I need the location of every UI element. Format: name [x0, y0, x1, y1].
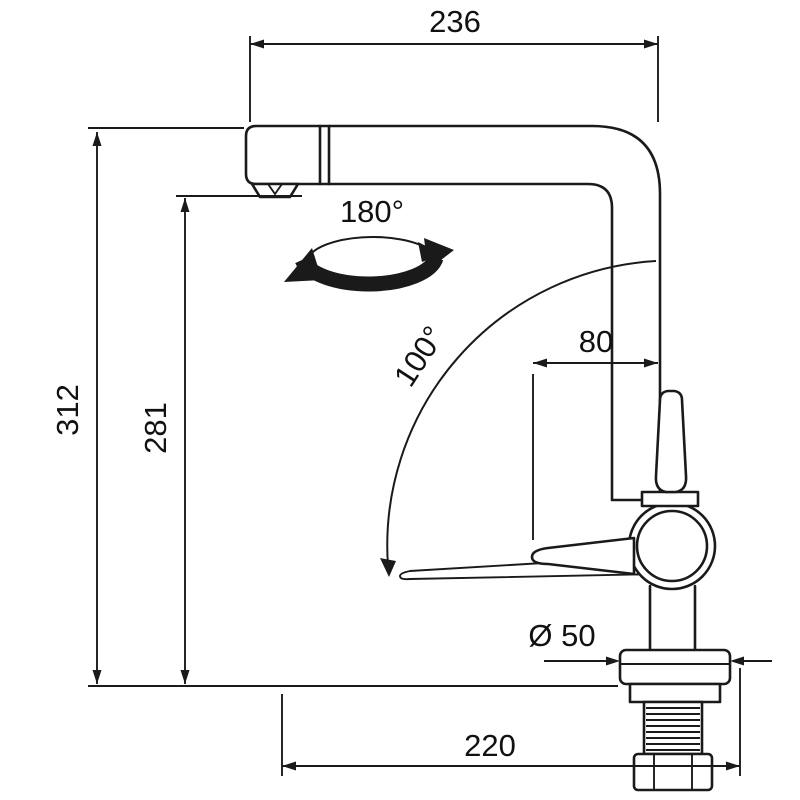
dimension-base-diameter: Ø 50 [528, 618, 772, 666]
dimension-spout-height: 281 [138, 195, 302, 684]
swivel-arc-arrowhead [380, 558, 396, 577]
fastening-nut [632, 752, 714, 792]
mounting-block [628, 682, 722, 704]
mixer-body-inner [635, 509, 709, 583]
rotation-arrow-icon: 180° [284, 194, 454, 292]
arrowhead [180, 670, 190, 684]
swivel-arc-line [386, 260, 657, 567]
arrowhead [730, 656, 744, 666]
base-flange [618, 648, 732, 686]
dim-total-height-label: 312 [50, 384, 85, 436]
rotation-arrowhead-left [284, 248, 322, 282]
rotation-arrowhead-right [424, 238, 454, 270]
dimension-base-depth: 220 [281, 668, 741, 776]
handle-rotation-label: 180° [340, 194, 404, 229]
dimension-total-height: 312 [50, 127, 244, 684]
dim-base-depth-label: 220 [464, 728, 516, 763]
arrowhead [250, 39, 264, 49]
lever-swung-position [399, 554, 661, 581]
arrowhead [644, 39, 658, 49]
arrowhead [726, 761, 740, 771]
dim-spout-height-label: 281 [138, 402, 173, 454]
thread-lines [646, 707, 700, 751]
aerator-notch [267, 183, 283, 196]
dimension-spout-reach: 236 [249, 4, 659, 122]
threaded-shank [642, 700, 704, 756]
dim-base-diameter-label: Ø 50 [528, 618, 595, 653]
faucet-drawing [88, 124, 732, 792]
dimension-handle-length: 80 [532, 324, 658, 540]
arrowhead [533, 358, 547, 368]
arrowhead [180, 198, 190, 212]
rotation-arc-near [295, 255, 444, 292]
dim-handle-length-label: 80 [579, 324, 613, 359]
handle-lever-up [654, 389, 688, 494]
aerator-detail [250, 182, 300, 199]
faucet-spout-outline [244, 124, 662, 502]
handle-lever-horizontal [530, 536, 636, 576]
cartridge-cap [640, 490, 700, 508]
arrowhead [606, 656, 620, 666]
arrowhead [644, 358, 658, 368]
arrowhead [92, 670, 102, 684]
rotation-arc-far [307, 235, 431, 259]
arrowhead [282, 761, 296, 771]
swivel-angle-label: 100° [387, 320, 451, 393]
dim-spout-reach-label: 236 [429, 4, 481, 39]
arrowhead [92, 132, 102, 146]
